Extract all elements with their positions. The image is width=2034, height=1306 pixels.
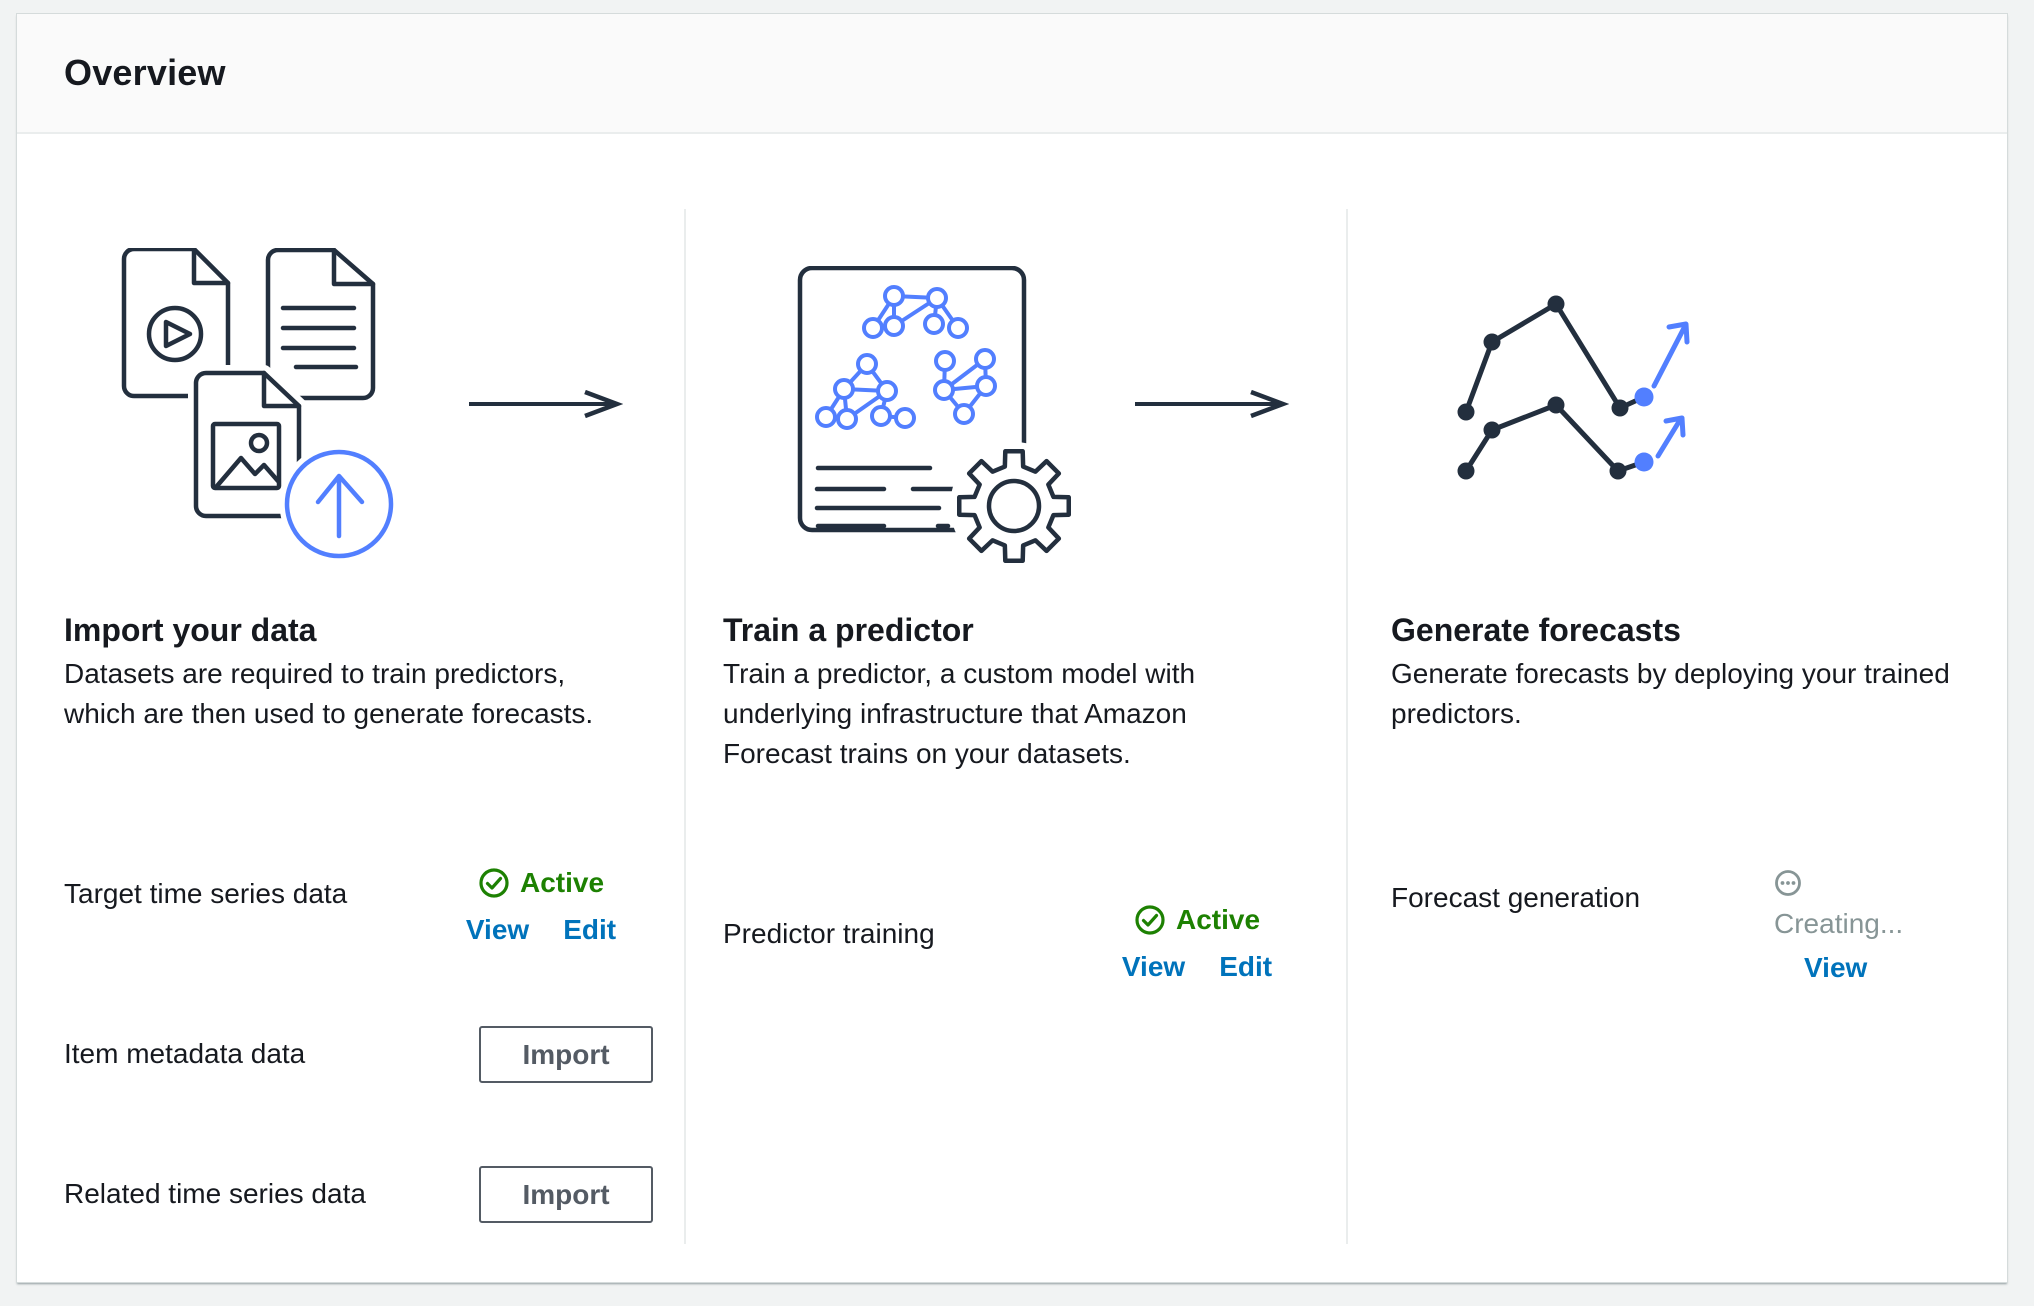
edit-link[interactable]: Edit: [563, 914, 617, 945]
page-title: Overview: [64, 52, 226, 93]
view-link[interactable]: View: [465, 914, 530, 945]
column-divider: [684, 209, 686, 1244]
column-description-line: Generate forecasts by deploying your tra…: [1391, 658, 1950, 689]
column-description-line: which are then used to generate forecast…: [64, 698, 594, 729]
row-label-related-time-series: Related time series data: [64, 1178, 366, 1209]
arrow-right-icon: [469, 390, 623, 418]
predictor-training-status: Active View Edit: [1077, 903, 1317, 984]
column-description-line: Datasets are required to train predictor…: [64, 658, 566, 689]
generate-forecasts-icon: [1457, 295, 1690, 480]
column-description-line: Train a predictor, a custom model with: [723, 658, 1196, 689]
row-label-forecast-generation: Forecast generation: [1391, 882, 1641, 913]
status-in-progress-icon: [1775, 870, 1801, 896]
status-text: Active: [1175, 904, 1261, 935]
column-heading-import: Import your data: [64, 612, 317, 648]
train-predictor-icon: [797, 266, 1078, 570]
status-text: Active: [519, 867, 605, 898]
arrow-right-icon: [1135, 390, 1289, 418]
overview-card: Overview: [16, 13, 2008, 1283]
view-link[interactable]: View: [1121, 951, 1186, 982]
row-label-predictor-training: Predictor training: [723, 918, 935, 949]
column-description-line: predictors.: [1391, 698, 1522, 729]
column-divider: [1346, 209, 1348, 1244]
import-data-icon: [121, 248, 396, 563]
status-text: Creating...: [1774, 908, 1904, 939]
import-item-metadata-button[interactable]: Import: [479, 1026, 653, 1083]
row-label-target-time-series: Target time series data: [64, 878, 348, 909]
status-active-check-icon: [1135, 905, 1165, 935]
target-time-series-status: Active View Edit: [421, 866, 661, 947]
column-description-line: underlying infrastructure that Amazon: [723, 698, 1187, 729]
card-header: Overview: [17, 14, 2007, 134]
edit-link[interactable]: Edit: [1219, 951, 1273, 982]
view-link[interactable]: View: [1804, 952, 1868, 983]
row-label-item-metadata: Item metadata data: [64, 1038, 306, 1069]
forecast-generation-status: Creating... View: [1774, 869, 1903, 985]
import-related-time-series-button[interactable]: Import: [479, 1166, 653, 1223]
column-heading-train: Train a predictor: [723, 612, 974, 648]
column-description-line: Forecast trains on your datasets.: [723, 738, 1131, 769]
status-active-check-icon: [479, 868, 509, 898]
column-heading-generate: Generate forecasts: [1391, 612, 1681, 648]
